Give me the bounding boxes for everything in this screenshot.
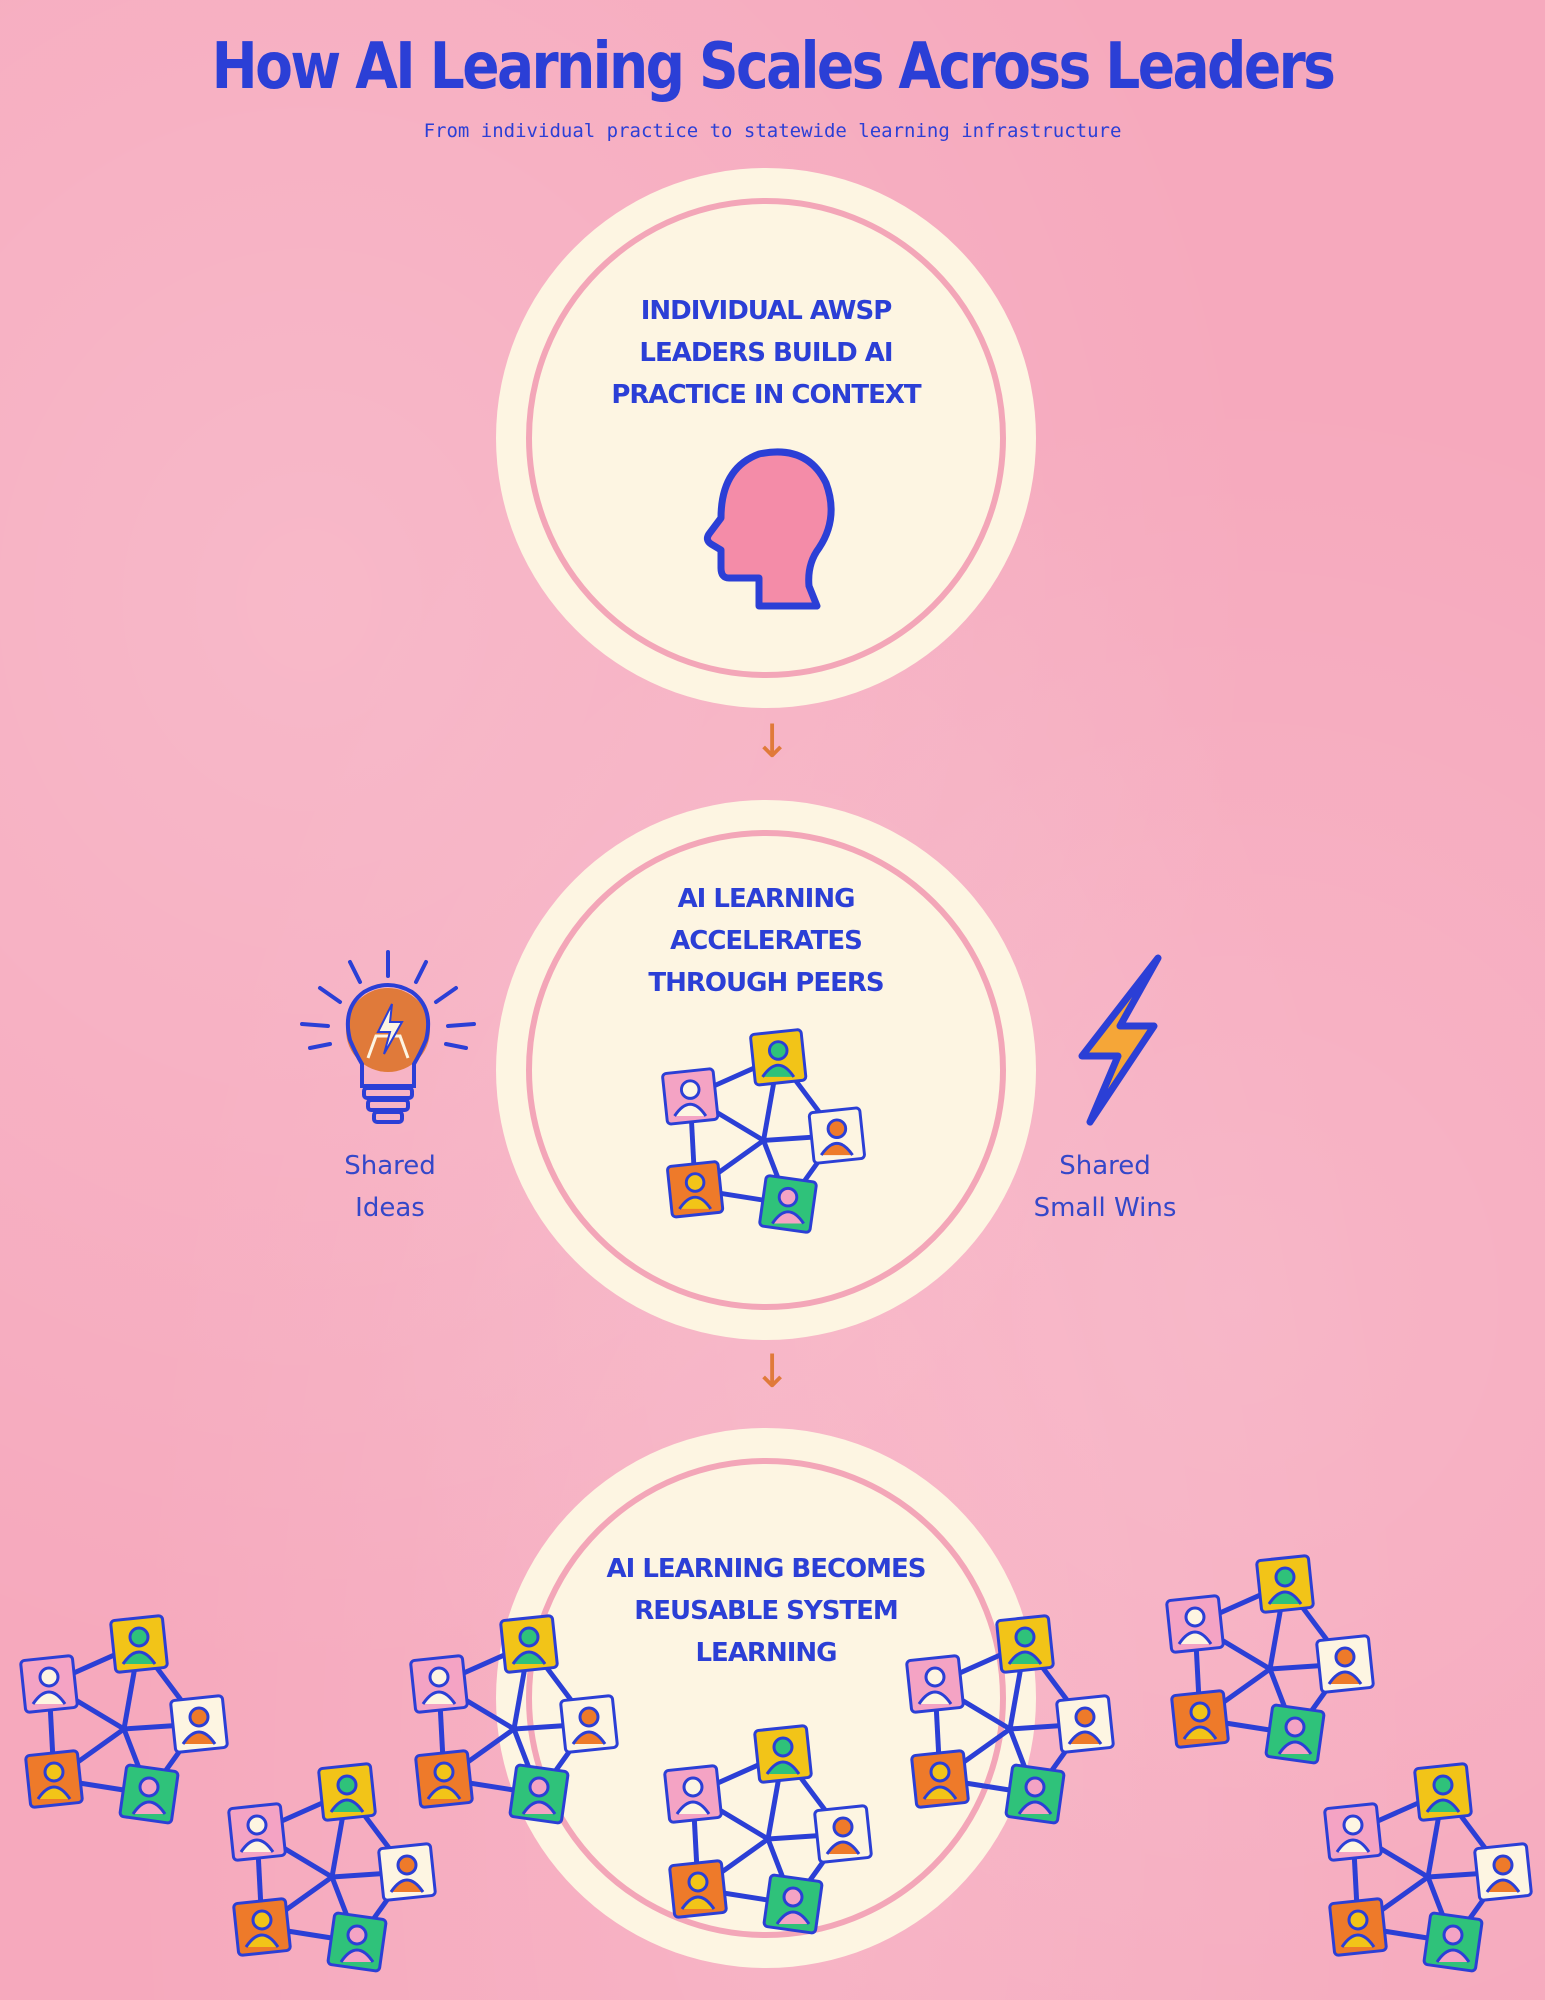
person-node-icon <box>1315 1634 1375 1694</box>
peer-network-icon <box>14 1614 239 1839</box>
person-node-icon <box>559 1694 619 1754</box>
person-node-icon <box>1055 1694 1115 1754</box>
peer-network-icon <box>222 1762 447 1987</box>
person-node-icon <box>753 1724 813 1784</box>
person-node-icon <box>762 1873 824 1935</box>
stage-2-ring <box>526 830 1006 1310</box>
stage-3-line-1: AI LEARNING BECOMES <box>606 1554 926 1584</box>
stage-2-line-2: ACCELERATES <box>670 926 863 956</box>
person-node-icon <box>499 1614 559 1674</box>
person-node-icon <box>109 1614 169 1674</box>
person-node-icon <box>807 1106 866 1165</box>
arrow-down-icon: ↓ <box>752 1344 792 1398</box>
lightbulb-icon <box>300 950 476 1124</box>
person-node-icon <box>663 1764 723 1824</box>
stage-1-line-1: INDIVIDUAL AWSP <box>640 296 893 326</box>
stage-1-circle: INDIVIDUAL AWSP LEADERS BUILD AI PRACTIC… <box>496 168 1036 708</box>
stage-3-text: AI LEARNING BECOMES REUSABLE SYSTEM LEAR… <box>566 1548 966 1674</box>
person-node-icon <box>24 1749 84 1809</box>
person-node-icon <box>414 1749 474 1809</box>
person-node-icon <box>227 1802 287 1862</box>
shared-ideas-line-1: Shared <box>344 1151 436 1181</box>
stage-1-text: INDIVIDUAL AWSP LEADERS BUILD AI PRACTIC… <box>586 290 946 416</box>
stage-3-line-2: REUSABLE SYSTEM <box>634 1596 899 1626</box>
person-node-icon <box>409 1654 469 1714</box>
lightning-bolt-icon <box>1078 954 1162 1126</box>
person-node-icon <box>377 1842 437 1902</box>
stage-3-ring <box>526 1458 1006 1938</box>
person-node-icon <box>326 1911 388 1973</box>
person-node-icon <box>1255 1554 1315 1614</box>
person-node-icon <box>317 1762 377 1822</box>
person-node-icon <box>995 1614 1055 1674</box>
person-node-icon <box>1165 1594 1225 1654</box>
shared-ideas-label: Shared Ideas <box>300 1145 480 1229</box>
person-node-icon <box>232 1897 292 1957</box>
arrow-down-icon: ↓ <box>752 714 792 768</box>
person-node-icon <box>19 1654 79 1714</box>
head-profile-icon <box>703 448 835 610</box>
person-node-icon <box>1328 1897 1388 1957</box>
stage-1-ring <box>526 198 1006 678</box>
person-node-icon <box>169 1694 229 1754</box>
page-title: How AI Learning Scales Across Leaders <box>211 30 1336 104</box>
person-node-icon <box>758 1174 818 1234</box>
person-node-icon <box>1422 1911 1484 1973</box>
shared-small-wins-label: Shared Small Wins <box>1010 1145 1200 1229</box>
person-node-icon <box>1264 1703 1326 1765</box>
person-node-icon <box>668 1859 728 1919</box>
person-node-icon <box>749 1028 808 1087</box>
stage-1-line-2: LEADERS BUILD AI <box>639 338 893 368</box>
page-subtitle: From individual practice to statewide le… <box>423 120 1122 142</box>
peer-network-icon <box>656 1028 876 1248</box>
peer-network-icon <box>1318 1762 1543 1987</box>
person-node-icon <box>1323 1802 1383 1862</box>
person-node-icon <box>905 1654 965 1714</box>
stage-2-line-1: AI LEARNING <box>677 884 856 914</box>
peer-network-icon <box>658 1724 883 1949</box>
person-node-icon <box>666 1160 725 1219</box>
stage-2-line-3: THROUGH PEERS <box>648 968 884 998</box>
person-node-icon <box>813 1804 873 1864</box>
shared-small-wins-line-1: Shared <box>1059 1151 1151 1181</box>
person-node-icon <box>1413 1762 1473 1822</box>
person-node-icon <box>508 1763 570 1825</box>
stage-2-text: AI LEARNING ACCELERATES THROUGH PEERS <box>586 878 946 1004</box>
shared-ideas-line-2: Ideas <box>355 1193 425 1223</box>
peer-network-icon <box>1160 1554 1385 1779</box>
peer-network-icon <box>900 1614 1125 1839</box>
stage-2-circle: AI LEARNING ACCELERATES THROUGH PEERS <box>496 800 1036 1340</box>
person-node-icon <box>910 1749 970 1809</box>
stage-1-line-3: PRACTICE IN CONTEXT <box>611 380 921 410</box>
person-node-icon <box>1004 1763 1066 1825</box>
person-node-icon <box>1170 1689 1230 1749</box>
person-node-icon <box>118 1763 180 1825</box>
person-node-icon <box>1473 1842 1533 1902</box>
stage-3-line-3: LEARNING <box>695 1638 837 1668</box>
person-node-icon <box>661 1067 720 1126</box>
peer-network-icon <box>404 1614 629 1839</box>
shared-small-wins-line-2: Small Wins <box>1033 1193 1177 1223</box>
